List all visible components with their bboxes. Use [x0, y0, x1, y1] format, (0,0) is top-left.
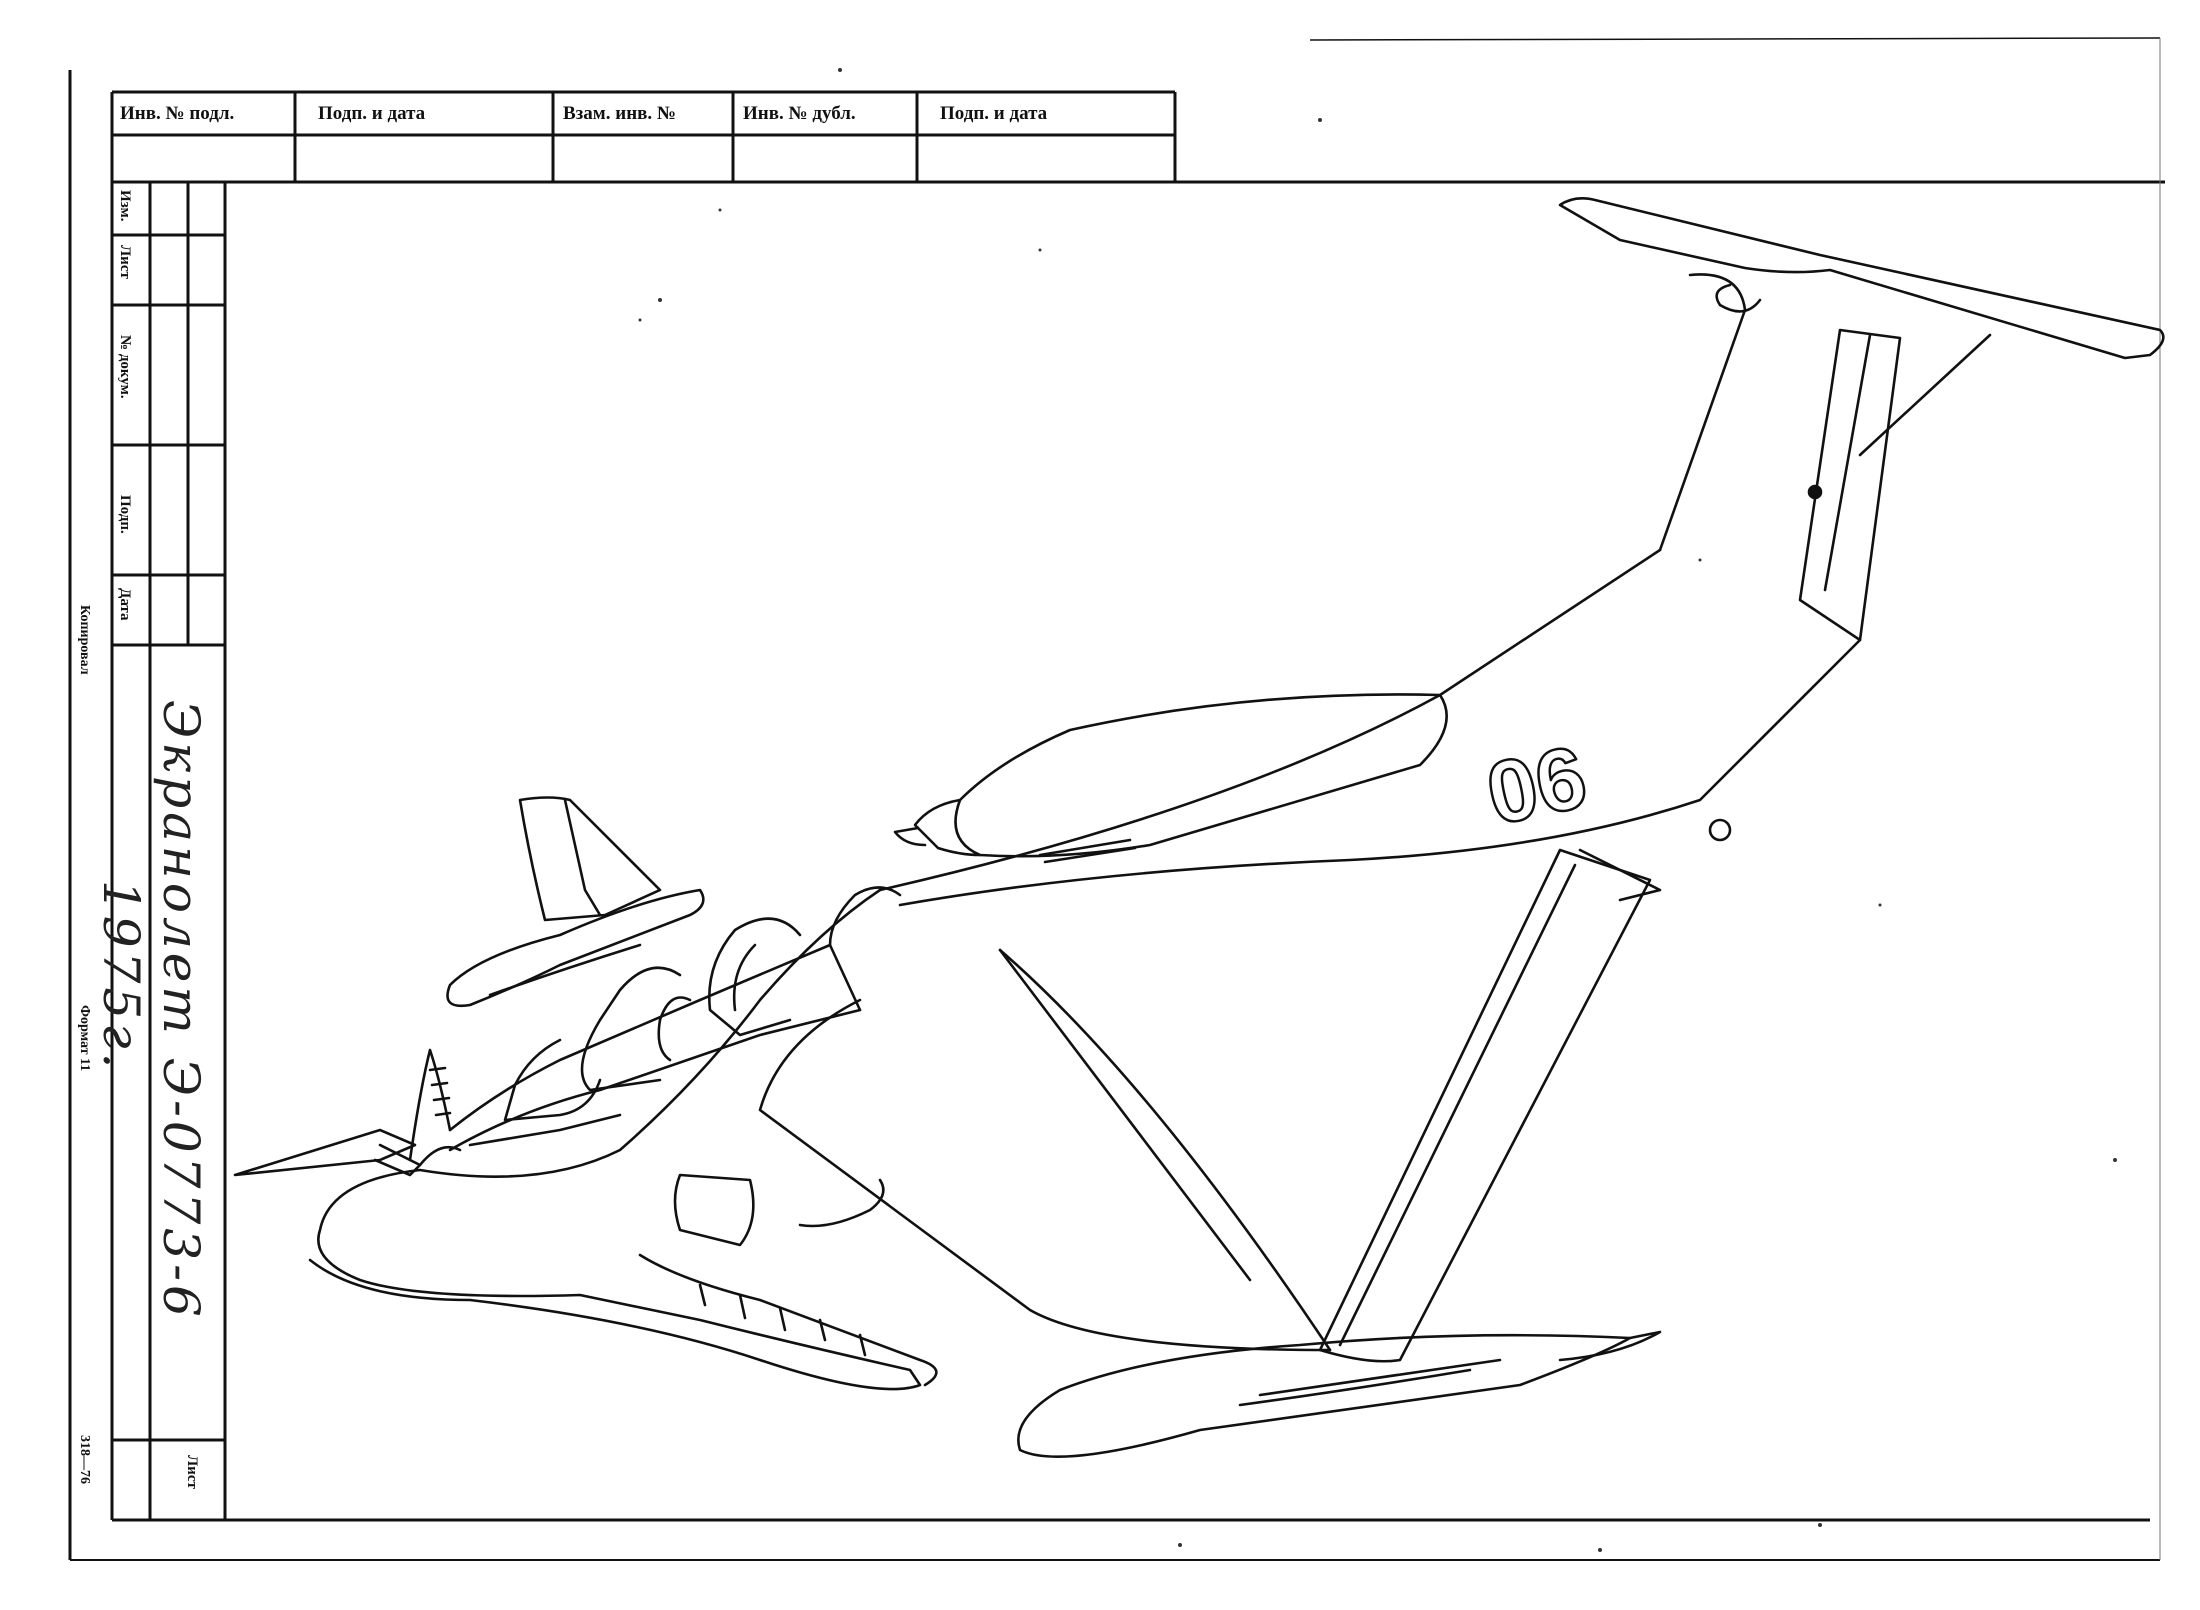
- copied-by-label: Копировал: [77, 605, 92, 675]
- title-block-podp-data: Подп. и дата: [318, 103, 426, 124]
- fuselage-top: [878, 548, 1662, 892]
- side-label-data: Дата: [117, 588, 133, 621]
- title-block-inv-dubl: Инв. № дубл.: [743, 103, 856, 124]
- side-label-izm: Изм.: [117, 190, 133, 222]
- tail-number: 06: [1478, 726, 1594, 843]
- title-block-inv-podl: Инв. № подл.: [120, 103, 235, 124]
- canopy-mid: [708, 917, 802, 1037]
- canopy-front: [580, 966, 682, 1092]
- forward-fuselage: [308, 888, 922, 1391]
- wingtip-float: [1017, 1333, 1632, 1458]
- canopy-rear: [828, 886, 902, 1012]
- canard-fin: [518, 796, 662, 922]
- side-label-dokum: № докум.: [117, 335, 133, 399]
- side-fairing: [673, 1173, 755, 1247]
- canard-float: [446, 888, 705, 1008]
- hull: [758, 998, 1332, 1352]
- aircraft-sketch: 06: [233, 197, 2165, 1458]
- main-wing: [1318, 848, 1652, 1363]
- title-block-podp-data-2: Подп. и дата: [940, 103, 1048, 124]
- side-label-list: Лист: [117, 245, 133, 279]
- side-label-podp: Подп.: [117, 495, 133, 534]
- sheet-label: Лист: [184, 1455, 200, 1489]
- form-code: 318—76: [77, 1435, 92, 1484]
- scan-noise: [638, 68, 2117, 1552]
- format-label: Формат 11: [77, 1005, 92, 1072]
- handwritten-title: Экранолет Э-0773-6: [152, 700, 210, 1321]
- engine-nacelle: [954, 693, 1448, 858]
- cockpit-frame: [448, 943, 832, 1132]
- title-block-vzam-inv: Взам. инв. №: [563, 103, 676, 124]
- vertical-fin: [1658, 273, 1747, 552]
- horizontal-stabilizer: [1558, 197, 2165, 360]
- frame-lines: [68, 37, 2165, 1561]
- handwritten-year: 1975г.: [92, 880, 150, 1073]
- nose-probe: [233, 1128, 417, 1177]
- title-block-grid: [112, 92, 919, 1520]
